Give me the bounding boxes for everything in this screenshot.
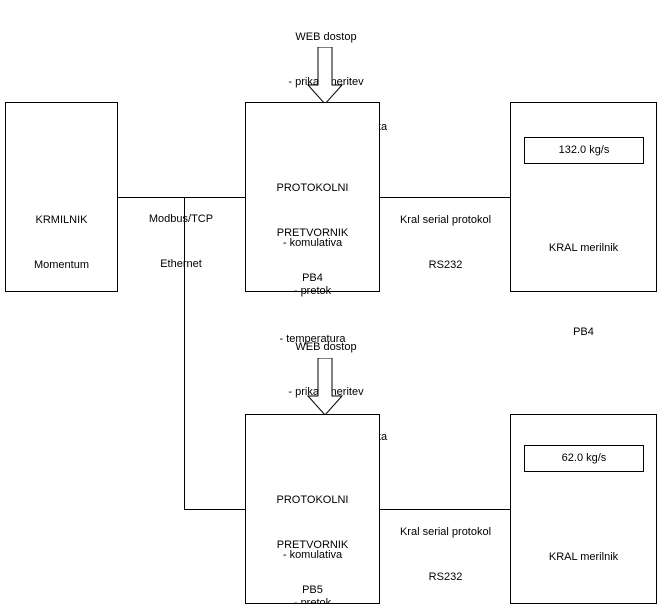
converter-title-pb4: PROTOKOLNI PRETVORNIK PB4 bbox=[245, 151, 380, 316]
link-label-modbus: Modbus/TCP Ethernet bbox=[120, 182, 242, 302]
converter-box-pb5 bbox=[245, 414, 380, 604]
converter-line3-pb5: PB5 bbox=[302, 584, 323, 596]
meter-label-pb5: KRAL merilnik PB5 bbox=[510, 487, 657, 604]
serial-link-pb5-line2: RS232 bbox=[428, 571, 463, 583]
serial-link-pb4-line1: Kral serial protokol bbox=[399, 214, 492, 226]
converter-features-pb4: - komulativa - pretok - temperatura bbox=[245, 203, 380, 379]
controller-label: KRMILNIK Momentum bbox=[5, 183, 118, 303]
serial-link-pb5-line1: Kral serial protokol bbox=[399, 526, 492, 538]
converter-feature-pb5-0: - komulativa bbox=[282, 549, 343, 561]
converter-feature-pb4-1: - pretok bbox=[293, 285, 332, 297]
down-arrow-top bbox=[306, 47, 344, 105]
connector-converter-pb5-to-meter-pb5 bbox=[380, 509, 510, 510]
controller-line2: Momentum bbox=[33, 259, 90, 271]
connector-branch-vertical bbox=[184, 197, 185, 509]
serial-link-pb4-line2: RS232 bbox=[428, 259, 463, 271]
connector-branch-to-converter-pb5 bbox=[184, 509, 245, 510]
down-arrow-bottom bbox=[306, 358, 344, 416]
converter-feature-pb4-2: - temperatura bbox=[279, 333, 346, 345]
meter-reading-pb4: 132.0 kg/s bbox=[558, 144, 610, 156]
controller-line1: KRMILNIK bbox=[35, 214, 88, 226]
converter-feature-pb5-1: - pretok bbox=[293, 597, 332, 604]
meter-box-pb4 bbox=[510, 102, 657, 292]
converter-line1-pb5: PROTOKOLNI bbox=[276, 494, 349, 506]
meter-line1-pb4: KRAL merilnik bbox=[548, 242, 619, 254]
converter-box-pb4 bbox=[245, 102, 380, 292]
connector-converter-pb4-to-meter-pb4 bbox=[380, 197, 510, 198]
meter-label-pb4: KRAL merilnik PB4 bbox=[510, 178, 657, 402]
web-access-line1-bottom: WEB dostop bbox=[295, 341, 357, 353]
serial-link-label-pb4: Kral serial protokol RS232 bbox=[383, 183, 508, 303]
converter-line2-pb5: PRETVORNIK bbox=[276, 539, 349, 551]
converter-title-pb5: PROTOKOLNI PRETVORNIK PB5 bbox=[245, 463, 380, 604]
serial-link-label-pb5: Kral serial protokol RS232 bbox=[383, 495, 508, 604]
meter-line1-pb5: KRAL merilnik bbox=[548, 551, 619, 563]
meter-reading-pb5: 62.0 kg/s bbox=[561, 452, 607, 464]
controller-box bbox=[5, 102, 118, 292]
meter-line2-pb4: PB4 bbox=[573, 326, 594, 338]
converter-feature-pb4-0: - komulativa bbox=[282, 237, 343, 249]
converter-line2-pb4: PRETVORNIK bbox=[276, 227, 349, 239]
web-access-line1-top: WEB dostop bbox=[295, 31, 357, 43]
link-label-modbus-line1: Modbus/TCP bbox=[148, 213, 214, 225]
link-label-modbus-line2: Ethernet bbox=[160, 258, 202, 270]
converter-line3-pb4: PB4 bbox=[302, 272, 323, 284]
web-access-line2-bottom: - prikaz meritev bbox=[288, 386, 364, 398]
meter-reading-box-pb4: 132.0 kg/s bbox=[524, 137, 644, 164]
meter-reading-box-pb5: 62.0 kg/s bbox=[524, 445, 644, 472]
converter-line1-pb4: PROTOKOLNI bbox=[276, 182, 349, 194]
connector-controller-to-converters bbox=[118, 197, 245, 198]
converter-features-pb5: - komulativa - pretok - temperatura bbox=[245, 515, 380, 604]
